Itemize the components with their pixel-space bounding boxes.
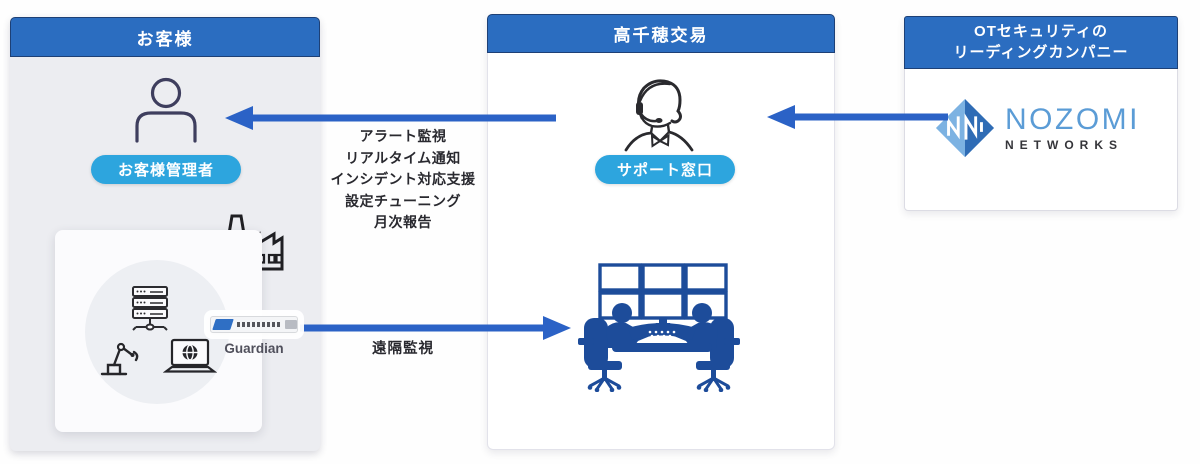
- guardian-ports: [237, 322, 281, 327]
- nozomi-panel-header: OTセキュリティの リーディングカンパニー: [904, 16, 1178, 69]
- customer-panel-title: お客様: [136, 29, 194, 49]
- service-label: アラート監視: [359, 128, 447, 144]
- nozomi-panel: OTセキュリティの リーディングカンパニー: [904, 16, 1178, 211]
- service-label: インシデント対応支援: [330, 171, 476, 187]
- nozomi-wordmark: NOZOMI NETWORKS: [1005, 102, 1140, 152]
- customer-admin-badge: お客様管理者: [91, 155, 241, 184]
- support-service-labels: アラート監視 リアルタイム通知 インシデント対応支援 設定チューニング 月次報告: [320, 126, 486, 234]
- nozomi-logo: NOZOMI NETWORKS: [934, 97, 1140, 159]
- support-agent-icon: [624, 79, 694, 152]
- takachiho-panel-title: 高千穂交易: [613, 26, 709, 45]
- service-label: 月次報告: [374, 214, 432, 230]
- server-icon: [132, 286, 168, 331]
- arrow-support-to-customer: [225, 106, 556, 130]
- laptop-icon: [163, 338, 217, 373]
- robot-arm-icon: [100, 342, 139, 376]
- person-icon: [135, 77, 197, 143]
- plant-network-circle: [85, 260, 229, 404]
- nozomi-diamond-logo: [935, 98, 995, 158]
- guardian-appliance: [210, 316, 298, 333]
- nozomi-header-line2: リーディングカンパニー: [953, 43, 1129, 61]
- nozomi-brand-subtext: NETWORKS: [1005, 137, 1123, 152]
- support-desk-badge-label: サポート窓口: [616, 162, 713, 179]
- takachiho-panel-header: 高千穂交易: [487, 14, 835, 53]
- takachiho-panel: 高千穂交易: [487, 14, 835, 450]
- guardian-label: Guardian: [224, 341, 284, 356]
- customer-panel-header: お客様: [10, 17, 320, 57]
- service-label: リアルタイム通知: [345, 149, 461, 166]
- customer-admin-badge-label: お客様管理者: [117, 162, 214, 179]
- nozomi-header-line1: OTセキュリティの: [974, 23, 1108, 41]
- nozomi-brand-text: NOZOMI: [1005, 102, 1140, 136]
- arrow-guardian-to-monitoring: [300, 316, 571, 340]
- monitor-wall: [598, 263, 728, 320]
- arrow-nozomi-to-support: [767, 105, 948, 129]
- service-label: 設定チューニング: [345, 192, 461, 209]
- monitoring-room-illustration: [578, 263, 740, 392]
- remote-monitoring-label: 遠隔監視: [372, 341, 434, 357]
- guardian-psu: [285, 320, 297, 329]
- support-desk-badge: サポート窓口: [595, 155, 735, 184]
- guardian-bezel: [212, 319, 234, 330]
